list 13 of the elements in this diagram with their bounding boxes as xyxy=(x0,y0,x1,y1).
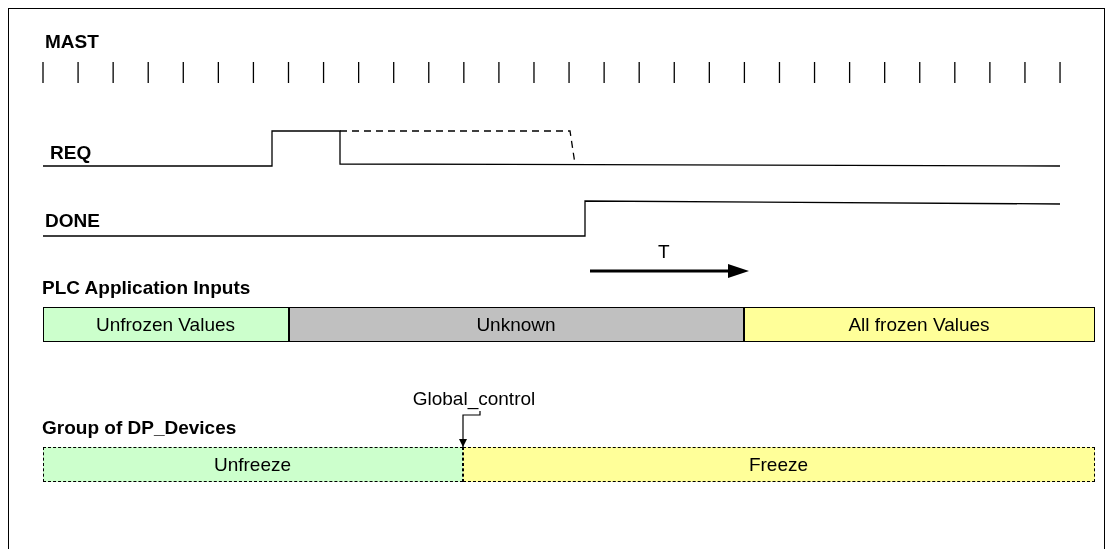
signal-label: Global_control xyxy=(394,387,554,411)
signal-label: REQ xyxy=(50,142,92,164)
signal-label: PLC Application Inputs xyxy=(42,277,251,299)
signal-label: T xyxy=(658,241,670,263)
state-band: Unknown xyxy=(288,307,744,342)
state-band: Freeze xyxy=(462,447,1095,482)
signal-label: DONE xyxy=(45,210,100,232)
state-band: Unfrozen Values xyxy=(42,307,289,342)
signal-label: MAST xyxy=(45,31,99,53)
leader-arrow xyxy=(458,410,481,448)
state-band: Unfreeze xyxy=(42,447,463,482)
signal-label: Group of DP_Devices xyxy=(42,417,237,439)
state-band: All frozen Values xyxy=(743,307,1095,342)
